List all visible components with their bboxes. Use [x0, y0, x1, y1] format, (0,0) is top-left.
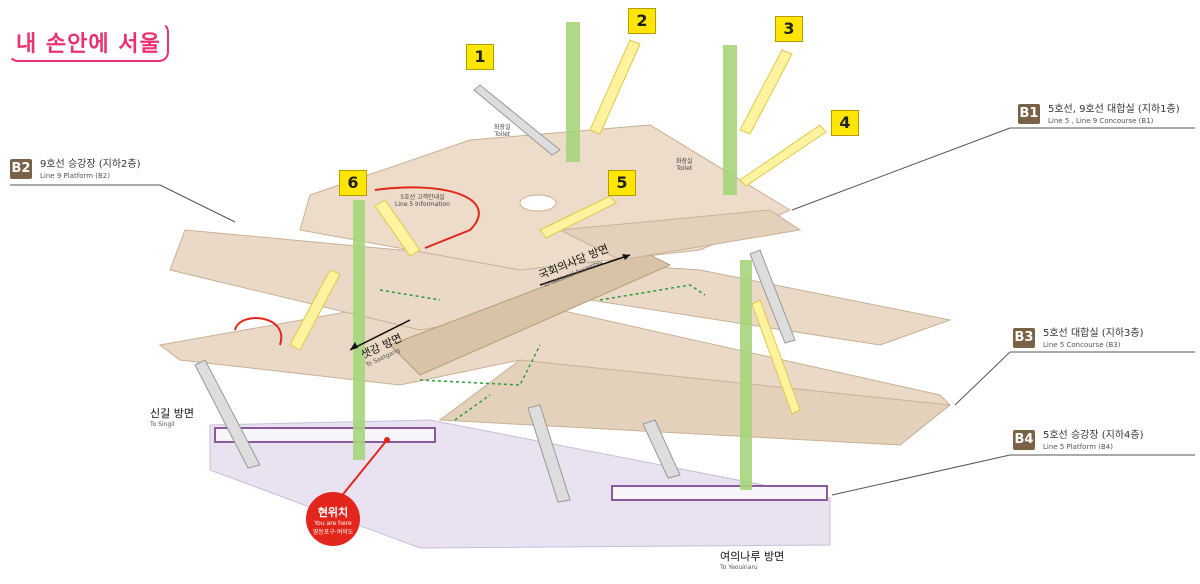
elevator-shaft-4 — [740, 260, 752, 490]
escalator-exit-5 — [539, 195, 617, 239]
arrow-head-na — [622, 254, 630, 260]
train-right — [611, 485, 828, 501]
b2-badge: B2 — [10, 159, 32, 179]
exit-2-marker: 2 — [628, 8, 656, 34]
level-b4-label: B4 5호선 승강장 (지하4층) Line 5 Platform (B4) — [1013, 430, 1144, 451]
escalator-exit-4 — [739, 124, 827, 187]
toilet-label-2: 화장실 Toilet — [676, 158, 693, 172]
here-ko: 현위치 — [317, 506, 349, 519]
b1-label-line — [791, 127, 1011, 211]
route-red-b2 — [234, 317, 283, 346]
escalator-b3-b4 — [751, 299, 801, 415]
b3-badge: B3 — [1013, 328, 1035, 348]
escalator-exit-6 — [374, 199, 421, 257]
info-kiosk — [519, 194, 557, 212]
toilet-en-1: Toilet — [494, 131, 511, 139]
info-en: Line 5 Information — [395, 201, 450, 209]
route-green-dotted — [379, 284, 706, 421]
toilet-en-2: Toilet — [676, 165, 693, 173]
dir-yn-ko: 여의나루 방면 — [720, 550, 785, 563]
level-b2-label: B2 9호선 승강장 (지하2층) Line 9 Platform (B2) — [10, 159, 141, 180]
exit-3-marker: 3 — [775, 16, 803, 42]
direction-yeouinaru: 여의나루 방면 To Yeouinaru — [720, 548, 784, 571]
toilet-ko-1: 화장실 — [494, 124, 511, 131]
info-center-label: 5호선 고객안내실 Line 5 Information — [395, 194, 450, 208]
dir-yn-en: To Yeouinaru — [720, 564, 758, 571]
escalator-b2-b3 — [289, 269, 341, 351]
b3-label-line — [954, 351, 1011, 406]
b4-badge: B4 — [1013, 430, 1035, 450]
b1-badge: B1 — [1018, 104, 1040, 124]
exit-1-marker: 1 — [466, 44, 494, 70]
arrow-head-sg — [350, 342, 358, 350]
b4-ko: 5호선 승강장 (지하4층) — [1043, 430, 1144, 441]
arrow-saetgang — [349, 319, 411, 351]
escalator-exit-3 — [739, 49, 793, 135]
dir-singil-ko: 신길 방면 — [150, 407, 194, 420]
b3-concourse-right — [438, 359, 952, 446]
here-en: You are here — [314, 520, 352, 527]
stairs-b2-b3-right — [749, 249, 796, 344]
b1-en: Line 5 , Line 9 Concourse (B1) — [1048, 116, 1154, 125]
elevator-shaft-2 — [723, 45, 737, 195]
brand-logo: 내 손안에 서울 — [8, 22, 169, 62]
b4-label-line — [831, 454, 1011, 496]
b3-ko: 5호선 대합실 (지하3층) — [1043, 328, 1144, 339]
stairs-b3-b4-right — [642, 419, 681, 479]
b2-trackbed — [389, 249, 672, 376]
b2-en: Line 9 Platform (B2) — [40, 171, 110, 180]
b1-ko: 5호선, 9호선 대합실 (지하1층) — [1048, 104, 1180, 115]
exit-6-marker: 6 — [339, 170, 367, 196]
stairs-b3-b4-mid — [527, 404, 571, 503]
exit-5-marker: 5 — [608, 170, 636, 196]
stairs-b3-b4-left — [194, 359, 261, 469]
info-ko: 5호선 고객안내실 — [400, 194, 445, 201]
dir-singil-en: To Singil — [150, 421, 175, 428]
transfer-route-red — [374, 186, 480, 249]
here-dot — [384, 437, 390, 443]
direction-singil: 신길 방면 To Singil — [150, 405, 194, 428]
b2-label-line — [159, 184, 236, 223]
toilet-label-1: 화장실 Toilet — [494, 124, 511, 138]
arrow-national-assembly — [539, 254, 631, 286]
b2-ko: 9호선 승강장 (지하2층) — [40, 159, 141, 170]
exit-4-marker: 4 — [831, 110, 859, 136]
you-are-here-marker: 현위치 You are here 영등포구·여의도 — [306, 492, 360, 546]
b3-en: Line 5 Concourse (B3) — [1043, 340, 1121, 349]
level-b3-label: B3 5호선 대합실 (지하3층) Line 5 Concourse (B3) — [1013, 328, 1144, 349]
elevator-shaft-3 — [353, 200, 365, 460]
toilet-ko-2: 화장실 — [676, 158, 693, 165]
b4-en: Line 5 Platform (B4) — [1043, 442, 1113, 451]
b1-concourse-wing — [558, 209, 802, 261]
level-b1-label: B1 5호선, 9호선 대합실 (지하1층) Line 5 , Line 9 C… — [1018, 104, 1180, 125]
train-left — [214, 427, 436, 443]
here-sub: 영등포구·여의도 — [312, 529, 354, 536]
elevator-shaft-1 — [566, 22, 580, 162]
escalator-exit-2 — [589, 39, 641, 135]
here-pointer — [339, 439, 388, 499]
stairs-exit-1 — [473, 84, 561, 156]
